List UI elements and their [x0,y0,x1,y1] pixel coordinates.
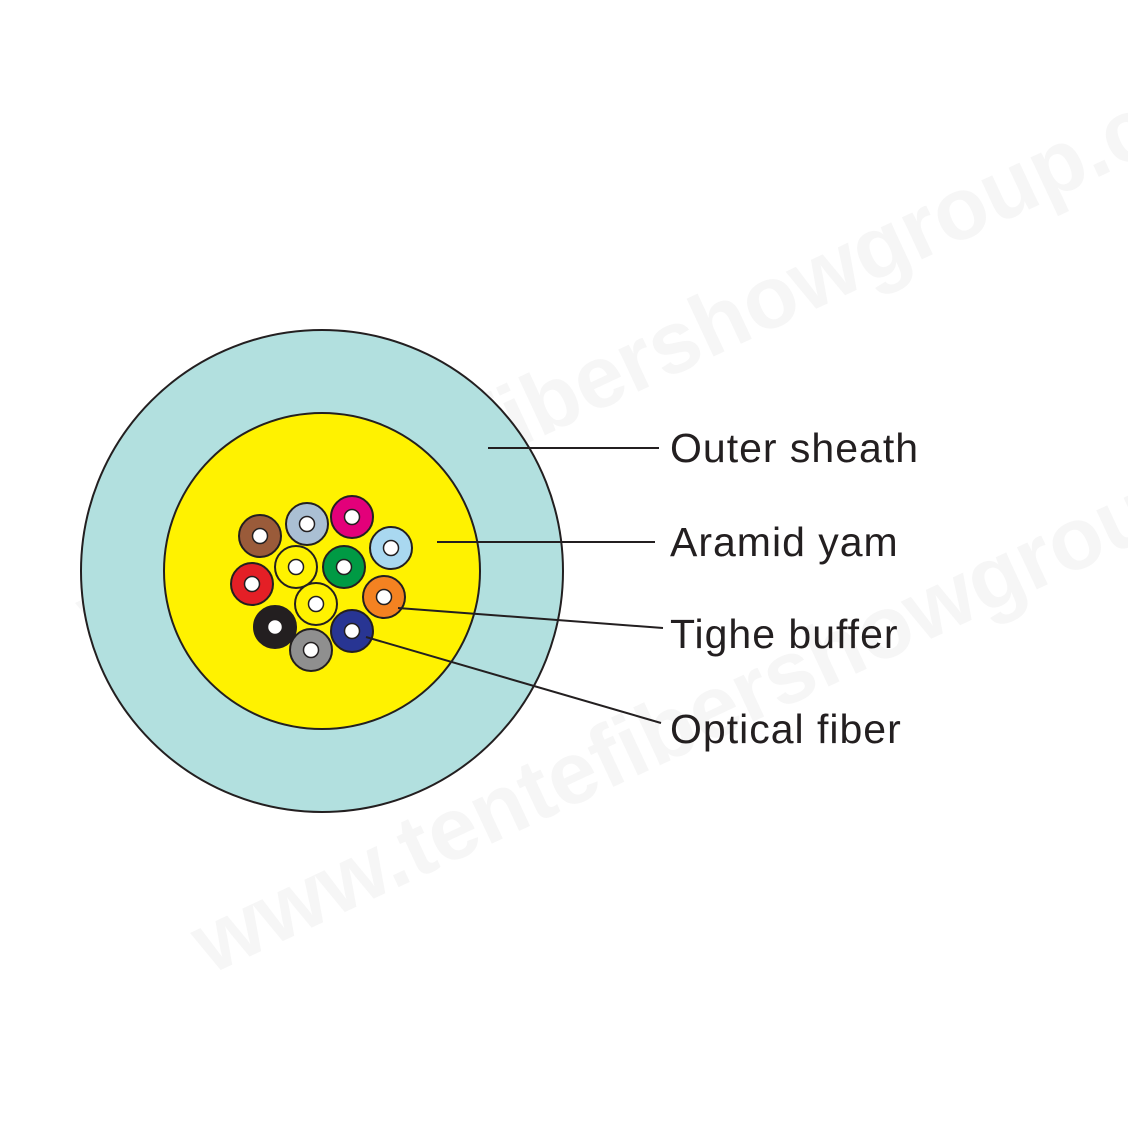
aramid-yarn-layer [163,412,481,730]
optical-fiber-core-3 [343,508,361,526]
label-tight-buffer: Tighe buffer [670,611,899,657]
optical-fiber-core-6 [335,558,353,576]
optical-fiber-core-9 [307,595,325,613]
optical-fiber-core-5 [287,558,305,576]
optical-fiber-core-10 [266,618,284,636]
label-aramid-yarn: Aramid yam [670,519,899,565]
optical-fiber-core-2 [298,515,316,533]
label-optical-fiber: Optical fiber [670,706,902,752]
label-outer-sheath: Outer sheath [670,425,919,471]
optical-fiber-core-8 [375,588,393,606]
optical-fiber-core-12 [302,641,320,659]
optical-fiber-core-4 [382,539,400,557]
tight-buffered-fibers [230,495,413,672]
leader-line-tight-buffer [397,607,664,629]
optical-fiber-core-1 [251,527,269,545]
leader-line-optical-fiber [365,636,662,724]
optical-fiber-core-11 [343,622,361,640]
optical-fiber-core-7 [243,575,261,593]
